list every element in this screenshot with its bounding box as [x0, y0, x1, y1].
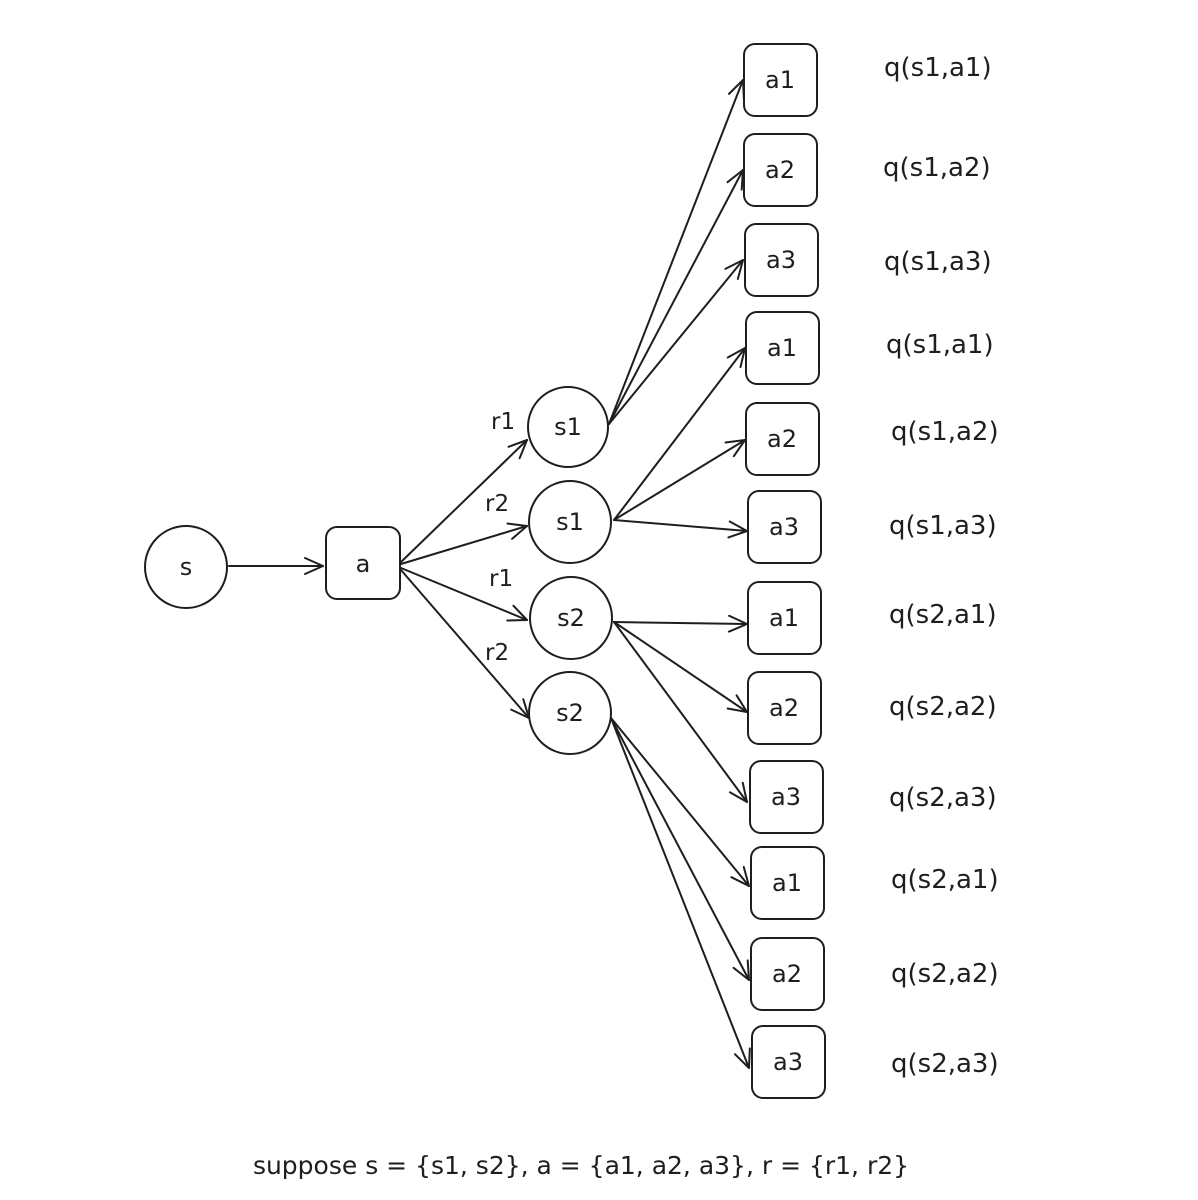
reward-label: r2	[485, 491, 509, 517]
next-state-label: s2	[556, 699, 584, 727]
leaf-action-label: a3	[773, 1048, 803, 1076]
q-value-label: q(s2,a3)	[889, 783, 997, 813]
edge-state-1-to-leaf-2	[608, 169, 744, 425]
edge-a-to-state-3	[400, 567, 528, 622]
leaf-action-label: a2	[767, 425, 797, 453]
edge-state-2-to-leaf-4	[613, 347, 746, 521]
reward-labels-group: r1 r2 r1 r2	[485, 409, 515, 666]
q-value-label: q(s1,a1)	[884, 53, 992, 83]
reward-label: r1	[489, 566, 513, 592]
root-action-node: a	[325, 526, 401, 600]
q-value-label: q(s2,a2)	[889, 692, 997, 722]
q-value-label: q(s2,a1)	[889, 600, 997, 630]
leaf-action-node: a2	[745, 402, 820, 476]
edge-state-3-to-leaf-8	[613, 621, 748, 713]
reward-label: r2	[485, 640, 509, 666]
edge-a-to-state-1	[400, 439, 528, 563]
leaf-action-label: a1	[772, 869, 802, 897]
leaf-action-label: a3	[771, 783, 801, 811]
edges-group	[228, 79, 751, 1069]
next-state-label: s1	[554, 413, 582, 441]
leaf-action-node: a1	[747, 581, 822, 655]
edge-a-to-state-2	[400, 522, 528, 565]
leaf-action-label: a3	[769, 513, 799, 541]
leaf-action-node: a2	[743, 133, 818, 207]
leaf-action-label: a1	[769, 604, 799, 632]
leaf-action-label: a2	[772, 960, 802, 988]
leaf-action-label: a1	[765, 66, 795, 94]
leaf-action-node: a1	[750, 846, 825, 920]
edge-state-3-to-leaf-7	[613, 614, 748, 633]
q-value-label: q(s1,a2)	[891, 417, 999, 447]
next-state-node: s1	[527, 386, 609, 468]
q-value-label: q(s1,a3)	[884, 247, 992, 277]
q-value-label: q(s1,a1)	[886, 330, 994, 360]
next-state-node: s2	[528, 671, 612, 755]
edge-state-1-to-leaf-1	[608, 79, 745, 425]
q-value-label: q(s1,a3)	[889, 511, 997, 541]
leaf-action-label: a2	[765, 156, 795, 184]
leaf-action-label: a3	[766, 246, 796, 274]
leaf-action-label: a2	[769, 694, 799, 722]
leaf-action-node: a1	[743, 43, 818, 117]
diagram-caption: suppose s = {s1, s2}, a = {a1, a2, a3}, …	[253, 1151, 909, 1180]
edge-state-4-to-leaf-10	[610, 717, 750, 887]
next-state-node: s1	[528, 480, 612, 564]
edge-a-to-state-4	[400, 569, 530, 719]
q-value-label: q(s2,a2)	[891, 959, 999, 989]
leaf-action-node: a2	[747, 671, 822, 745]
next-state-node: s2	[529, 576, 613, 660]
q-value-label: q(s1,a2)	[883, 153, 991, 183]
q-value-label: q(s2,a1)	[891, 865, 999, 895]
root-state-node: s	[144, 525, 228, 609]
leaf-action-node: a3	[751, 1025, 826, 1099]
reward-label: r1	[491, 409, 515, 435]
edge-state-4-to-leaf-12	[610, 717, 751, 1069]
edge-state-2-to-leaf-6	[613, 519, 748, 539]
leaf-action-node: a3	[747, 490, 822, 564]
next-state-label: s1	[556, 508, 584, 536]
q-value-label: q(s2,a3)	[891, 1049, 999, 1079]
leaf-action-node: a3	[749, 760, 824, 834]
root-state-label: s	[180, 553, 193, 581]
edge-state-4-to-leaf-11	[610, 717, 750, 981]
leaf-action-label: a1	[767, 334, 797, 362]
leaf-action-node: a2	[750, 937, 825, 1011]
root-action-label: a	[356, 550, 371, 578]
edge-state-2-to-leaf-5	[613, 439, 746, 521]
next-state-label: s2	[557, 604, 585, 632]
q-value-labels-group: q(s1,a1) q(s1,a2) q(s1,a3) q(s1,a1) q(s1…	[883, 53, 999, 1079]
leaf-action-node: a1	[745, 311, 820, 385]
leaf-action-node: a3	[744, 223, 819, 297]
edge-state-1-to-leaf-3	[608, 259, 744, 425]
edge-state-3-to-leaf-9	[613, 621, 748, 803]
